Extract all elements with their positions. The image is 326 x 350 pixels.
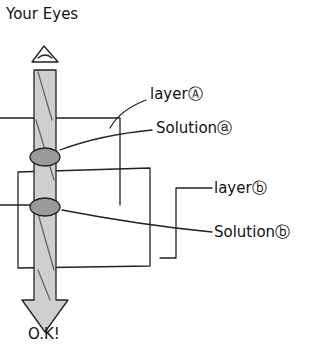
solution-label: Solutionⓐ (156, 120, 232, 137)
eyes-label: Your Eyes (6, 6, 78, 23)
solution-drop (30, 198, 60, 216)
result-label: O.K! (28, 326, 60, 343)
bracket (160, 188, 212, 258)
leader-line (62, 210, 212, 232)
layer-label: layerⒶ (150, 86, 203, 103)
layer-label: layerⓑ (214, 180, 267, 197)
arrow-shading (36, 72, 54, 300)
solution-drop (30, 148, 60, 166)
leader-line (110, 100, 146, 128)
view-arrow (22, 70, 68, 332)
leader-line (60, 130, 152, 150)
eye-pupil (38, 55, 52, 58)
eye-symbol (32, 46, 58, 62)
solution-label: Solutionⓑ (214, 224, 290, 241)
